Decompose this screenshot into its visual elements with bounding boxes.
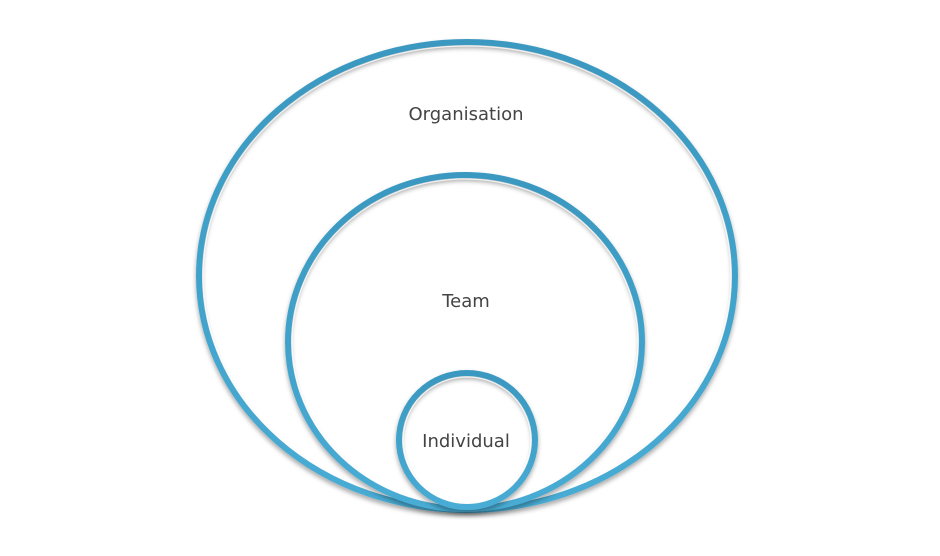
organisation-label: Organisation bbox=[408, 104, 523, 125]
individual-label: Individual bbox=[422, 431, 510, 452]
individual-ring bbox=[396, 370, 538, 510]
team-ring bbox=[285, 172, 645, 512]
team-ring-highlight bbox=[291, 178, 639, 506]
team-label: Team bbox=[441, 291, 490, 312]
individual-ring-highlight bbox=[402, 376, 532, 504]
